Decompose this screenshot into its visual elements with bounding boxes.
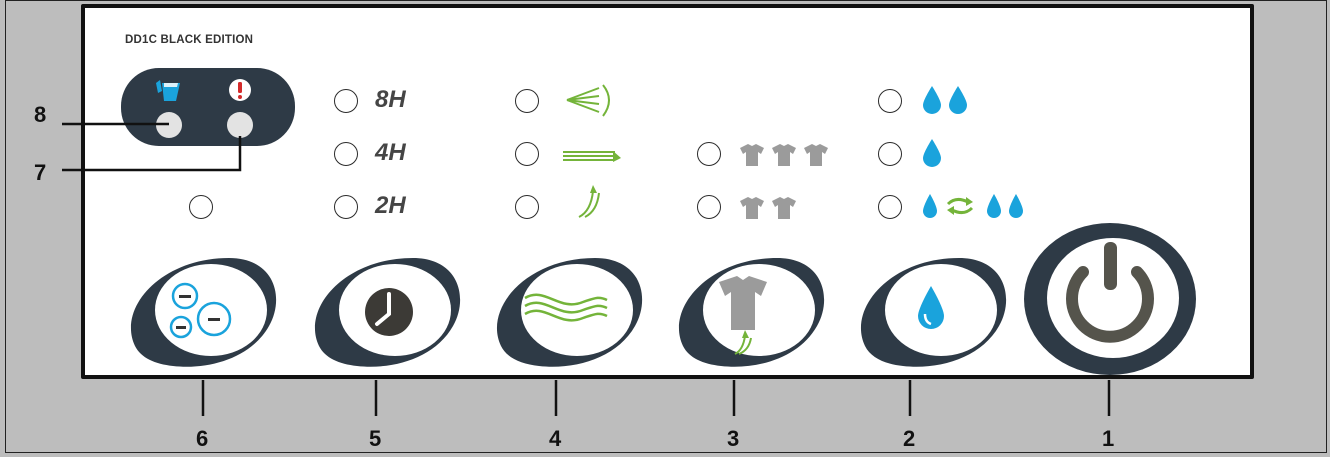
callout-7: 7 bbox=[34, 160, 47, 185]
led-mode bbox=[189, 195, 213, 219]
led-timer-2h bbox=[334, 195, 358, 219]
led-laundry-large bbox=[697, 142, 721, 166]
timer-button[interactable] bbox=[309, 252, 465, 370]
led-fan-mid bbox=[515, 142, 539, 166]
callout-5: 5 bbox=[369, 426, 382, 451]
fan-low-icon bbox=[578, 185, 600, 218]
callout-1: 1 bbox=[1102, 426, 1115, 451]
led-fan-high bbox=[515, 89, 539, 113]
led-laundry-small bbox=[697, 195, 721, 219]
callout-6: 6 bbox=[196, 426, 209, 451]
laundry-three-shirts-icon bbox=[740, 144, 828, 166]
humidity-button[interactable] bbox=[855, 252, 1011, 370]
callout-3: 3 bbox=[727, 426, 740, 451]
two-drops-icon bbox=[923, 86, 967, 114]
fan-mid-icon bbox=[563, 151, 621, 162]
timer-label-2h: 2H bbox=[375, 192, 406, 219]
led-humidity-high bbox=[878, 89, 902, 113]
auto-humidity-icon bbox=[923, 194, 1023, 218]
laundry-button[interactable] bbox=[673, 252, 829, 370]
water-tank-icon bbox=[156, 80, 180, 101]
exclamation-icon bbox=[229, 79, 251, 101]
led-timer-8h bbox=[334, 89, 358, 113]
led-humidity-auto bbox=[878, 195, 902, 219]
brand-label: DD1C BLACK EDITION bbox=[125, 34, 254, 46]
outer-frame bbox=[5, 0, 1327, 453]
fan-speed-button[interactable] bbox=[491, 252, 647, 370]
timer-label-8h: 8H bbox=[375, 86, 406, 113]
fan-high-icon bbox=[566, 84, 610, 117]
timer-label-4h: 4H bbox=[375, 139, 406, 166]
power-button[interactable] bbox=[1021, 220, 1199, 378]
callout-8: 8 bbox=[34, 102, 47, 127]
callout-4: 4 bbox=[549, 426, 562, 451]
led-timer-4h bbox=[334, 142, 358, 166]
one-drop-icon bbox=[923, 139, 941, 167]
led-fan-low bbox=[515, 195, 539, 219]
laundry-two-shirts-icon bbox=[740, 197, 796, 219]
mode-button[interactable] bbox=[125, 252, 281, 370]
led-humidity-mid bbox=[878, 142, 902, 166]
callout-2: 2 bbox=[903, 426, 916, 451]
